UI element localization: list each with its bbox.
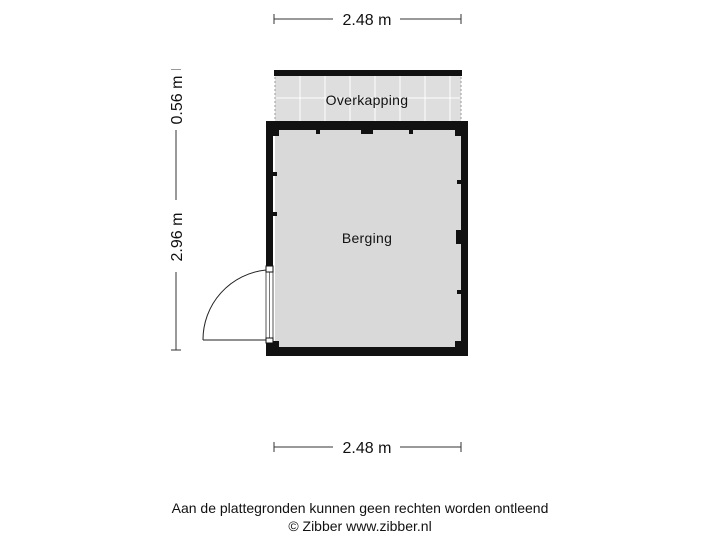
copyright-link[interactable]: © Zibber www.zibber.nl xyxy=(288,518,432,534)
storage-floor xyxy=(275,130,461,347)
disclaimer-text: Aan de plattegronden kunnen geen rechten… xyxy=(171,500,549,516)
storage-label: Berging xyxy=(342,230,392,246)
door xyxy=(202,265,274,344)
storage-walls xyxy=(266,121,468,356)
top-dimension: 2.48 m xyxy=(273,12,462,29)
bottom-dimension-label: 2.48 m xyxy=(343,440,392,457)
canopy-depth-label: 0.56 m xyxy=(169,76,186,125)
top-dimension-label: 2.48 m xyxy=(343,12,392,29)
canopy-beam xyxy=(274,70,462,76)
left-dimension: 0.56 m 2.96 m xyxy=(165,69,187,351)
bottom-dimension: 2.48 m xyxy=(273,440,462,457)
canopy-area: Overkapping xyxy=(274,70,462,123)
canopy-label: Overkapping xyxy=(326,92,409,108)
room-depth-label: 2.96 m xyxy=(169,213,186,262)
